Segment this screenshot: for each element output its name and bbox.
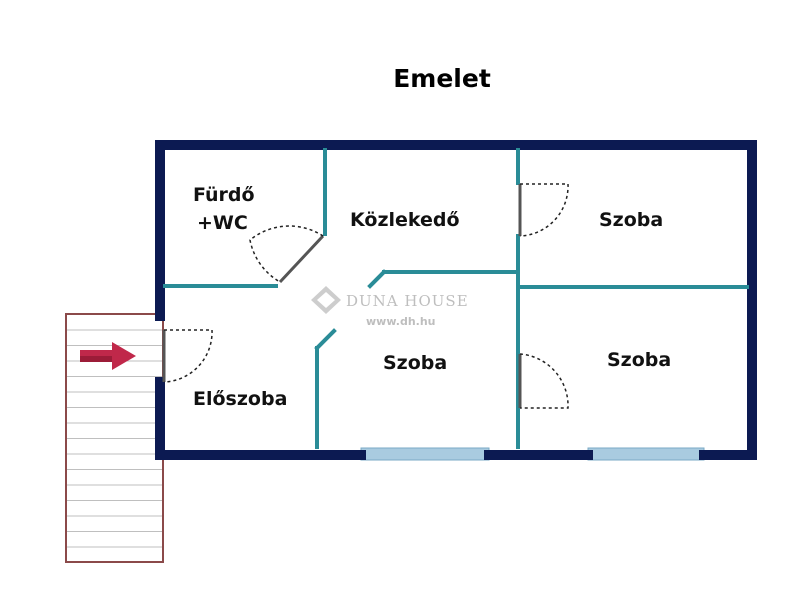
- window: [360, 447, 490, 461]
- watermark-url: www.dh.hu: [366, 315, 436, 328]
- watermark-brand: DUNA HOUSE: [346, 292, 469, 310]
- plan-title: Emelet: [393, 64, 491, 93]
- room-label-szoba-top-right: Szoba: [599, 209, 663, 231]
- entry-arrow-icon: [80, 342, 136, 370]
- window: [587, 447, 705, 461]
- watermark: DUNA HOUSE www.dh.hu: [311, 286, 469, 328]
- outer-walls: [155, 140, 757, 460]
- room-label-wc: +WC: [197, 212, 248, 234]
- door-leaves: [162, 184, 522, 408]
- room-label-kozlekedo: Közlekedő: [350, 209, 460, 231]
- door-swings: [163, 183, 569, 409]
- diamond-logo-icon: [311, 286, 341, 314]
- room-label-szoba-bottom-right: Szoba: [607, 349, 671, 371]
- inner-walls: [163, 148, 749, 449]
- room-label-furdo: Fürdő: [193, 184, 255, 206]
- room-label-szoba-center: Szoba: [383, 352, 447, 374]
- room-label-eloszoba: Előszoba: [193, 388, 287, 410]
